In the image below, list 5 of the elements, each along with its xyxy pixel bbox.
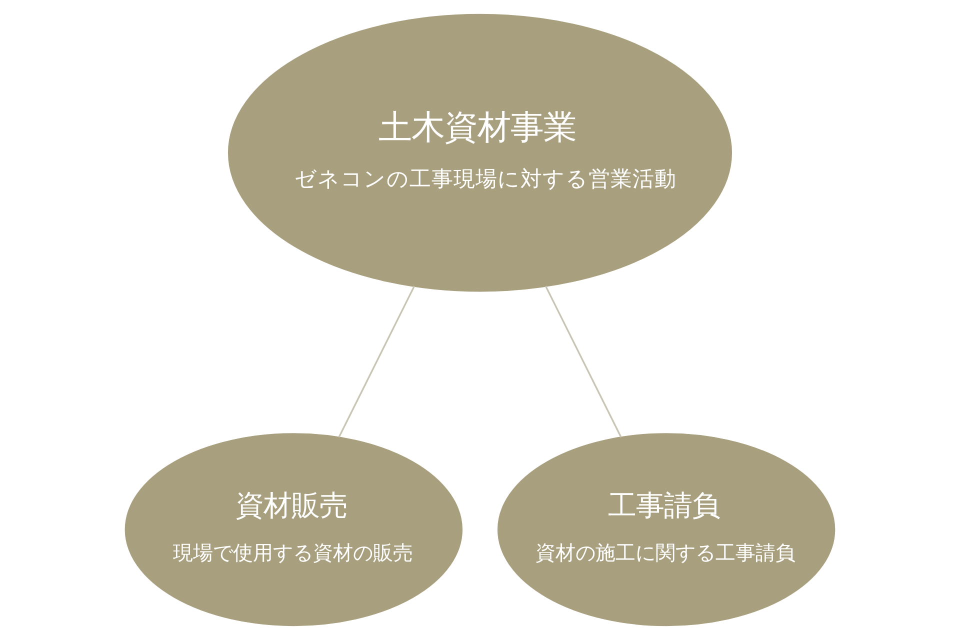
connector (544, 286, 622, 438)
connector (338, 286, 416, 438)
node-ellipse: 工事請負 資材の施工に関する工事請負 (497, 433, 836, 626)
node-ellipse: 土木資材事業 ゼネコンの工事現場に対する営業活動 (228, 14, 732, 292)
node-ellipse: 資材販売 現場で使用する資材の販売 (124, 433, 463, 626)
